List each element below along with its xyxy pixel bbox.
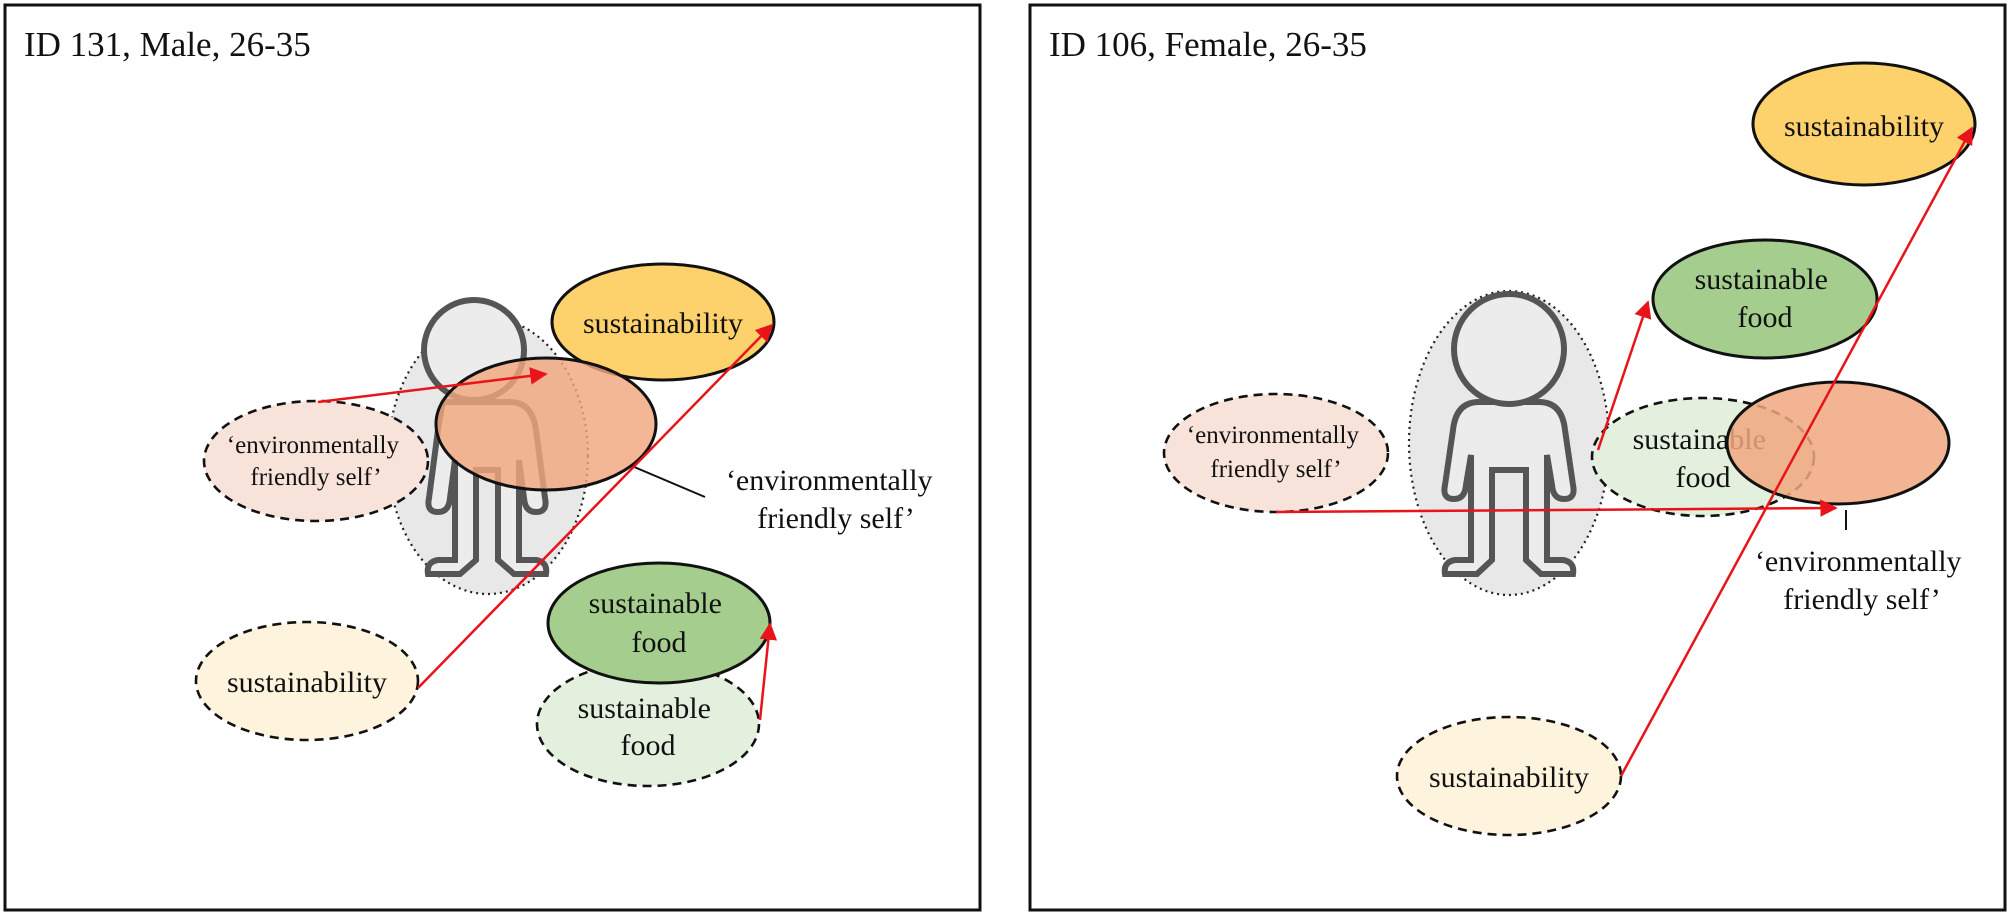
current-food-group-right: sustainable food	[1651, 238, 1879, 360]
current-self-ellipse	[434, 356, 658, 492]
current-sustainability-group: sustainability	[550, 262, 776, 382]
current-sustainability-label: sustainability	[583, 307, 743, 340]
current-sustainability-group-right: sustainability	[1751, 61, 1977, 187]
current-food-label-right: sustainable food	[1695, 263, 1836, 334]
arrow-food-shift-right	[1596, 300, 1652, 451]
arrow-sustainability-shift-right	[1619, 126, 1974, 777]
current-self-label-right: ‘environmentally friendly self’	[1755, 545, 1969, 616]
previous-sustainability-label-right: sustainability	[1429, 761, 1589, 794]
panel-right: ID 106, Female, 26-35 ‘environmentally f…	[1028, 3, 2007, 912]
current-self-line1: ‘environmentally	[726, 464, 933, 497]
previous-food-line1: sustainable	[578, 692, 711, 725]
person-body-right	[1441, 399, 1577, 577]
current-sustainability-label-right: sustainability	[1784, 110, 1944, 143]
current-food-line2: food	[632, 626, 687, 659]
previous-self-ellipse	[202, 399, 430, 523]
current-food-group: sustainable food	[546, 561, 772, 685]
previous-sustainability-group: sustainability	[194, 620, 420, 742]
current-self-label: ‘environmentally friendly self’	[726, 464, 940, 535]
previous-self-line1: ‘environmentally	[227, 432, 400, 459]
current-self-line2: friendly self’	[757, 502, 914, 535]
previous-sustainability-group-right: sustainability	[1395, 715, 1623, 837]
previous-self-group: ‘environmentally friendly self’	[202, 399, 430, 523]
previous-self-line1-right: ‘environmentally	[1187, 422, 1360, 449]
previous-food-line2-right: food	[1676, 461, 1731, 494]
panel-right-title: ID 106, Female, 26-35	[1049, 25, 1367, 64]
panel-left-title: ID 131, Male, 26-35	[24, 25, 311, 64]
arrow-self-shift	[317, 367, 548, 404]
current-food-line1-right: sustainable	[1695, 263, 1828, 296]
previous-food-label: sustainable food	[578, 692, 719, 762]
current-sustainability-ellipse-right	[1751, 61, 1977, 187]
current-self-leader-line	[631, 465, 706, 498]
panel-left: ID 131, Male, 26-35 ‘environmentally fri…	[3, 3, 982, 912]
previous-food-group: sustainable food	[535, 660, 761, 788]
current-food-line2-right: food	[1738, 301, 1793, 334]
current-self-line2-right: friendly self’	[1783, 583, 1940, 616]
previous-self-label-right: ‘environmentally friendly self’	[1187, 422, 1365, 483]
current-self-line1-right: ‘environmentally	[1755, 545, 1962, 578]
previous-food-line2: food	[621, 729, 676, 762]
current-food-ellipse-right	[1651, 238, 1879, 360]
current-self-group: ‘environmentally friendly self’	[434, 356, 940, 535]
current-food-line1: sustainable	[589, 587, 722, 620]
arrow-sustainability-shift	[417, 323, 774, 689]
current-sustainability-ellipse	[550, 262, 776, 382]
previous-self-line2: friendly self’	[250, 464, 381, 491]
previous-food-ellipse	[535, 660, 761, 788]
previous-sustainability-ellipse	[194, 620, 420, 742]
previous-self-line2-right: friendly self’	[1210, 456, 1341, 483]
current-self-group-right: ‘environmentally friendly self’	[1725, 380, 1969, 616]
arrow-self-shift-right	[1275, 499, 1838, 517]
current-self-ellipse-right	[1725, 380, 1951, 506]
current-food-ellipse	[546, 561, 772, 685]
previous-self-ellipse-right	[1162, 392, 1390, 514]
previous-self-label: ‘environmentally friendly self’	[227, 432, 405, 491]
current-food-label: sustainable food	[589, 587, 730, 659]
arrow-food-shift	[758, 622, 778, 721]
person-head-right	[1451, 291, 1567, 407]
previous-sustainability-label: sustainability	[227, 666, 387, 699]
person-figure-right	[1407, 289, 1611, 597]
previous-self-group-right: ‘environmentally friendly self’	[1162, 392, 1390, 514]
